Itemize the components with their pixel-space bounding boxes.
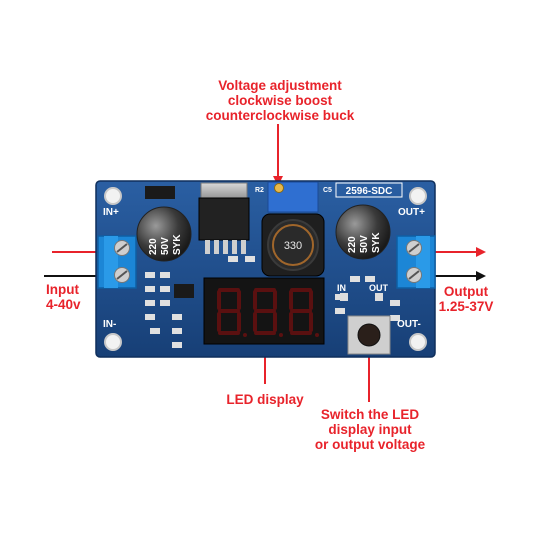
- cap-right-line3: SYK: [371, 232, 382, 253]
- model-label-box: 2596-SDC: [335, 182, 403, 198]
- voltage-adjustment-note: Voltage adjustment clockwise boost count…: [180, 78, 380, 123]
- led-in-indicator: [340, 293, 348, 301]
- led-out-indicator: [375, 293, 383, 301]
- input-terminal-block: [97, 235, 137, 289]
- display-switch-button: [347, 315, 391, 355]
- label-out: OUT: [369, 283, 389, 293]
- cap-left-line1: 220: [148, 238, 159, 255]
- voltage-note-line1: Voltage adjustment: [218, 78, 342, 93]
- smd-components: [145, 256, 400, 348]
- c5-label: C5: [323, 187, 332, 194]
- cap-left-line3: SYK: [172, 234, 183, 255]
- label-in-minus: IN-: [103, 319, 116, 330]
- label-out-plus: OUT+: [398, 207, 425, 218]
- model-label: 2596-SDC: [346, 186, 393, 197]
- input-note-line1: Input: [46, 282, 79, 297]
- label-in: IN: [337, 283, 346, 293]
- output-note-line2: 1.25-37V: [438, 299, 494, 314]
- cap-left-line2: 50V: [160, 237, 171, 255]
- inductor: 330: [261, 213, 325, 277]
- output-note: Output 1.25-37V: [426, 284, 506, 314]
- input-note: Input 4-40v: [46, 282, 116, 312]
- diode: [145, 186, 175, 199]
- label-out-minus: OUT-: [397, 319, 421, 330]
- switch-note-line3: or output voltage: [314, 437, 426, 452]
- regulator-chip: [198, 182, 250, 254]
- voltage-note-line2: clockwise boost: [227, 93, 333, 108]
- led-display: [203, 277, 325, 345]
- capacitor-left: 220 50V SYK: [136, 206, 192, 262]
- r2-label: R2: [255, 187, 264, 194]
- mounting-holes: [104, 187, 427, 351]
- switch-note-line1: Switch the LED: [320, 407, 420, 422]
- transistor: [174, 284, 194, 298]
- voltage-note-line3: counterclockwise buck: [205, 108, 355, 123]
- led-display-note: LED display: [226, 392, 304, 407]
- inductor-label: 330: [284, 240, 302, 252]
- output-terminal-block: [396, 235, 436, 289]
- cap-right-line2: 50V: [359, 235, 370, 253]
- capacitor-right: 220 50V SYK: [335, 204, 391, 260]
- cap-right-line1: 220: [347, 236, 358, 253]
- output-note-line1: Output: [443, 284, 489, 299]
- label-in-plus: IN+: [103, 207, 119, 218]
- switch-note-line2: display input: [328, 422, 412, 437]
- input-note-line2: 4-40v: [46, 297, 81, 312]
- switch-note: Switch the LED display input or output v…: [298, 407, 442, 452]
- potentiometer: R2 C5: [255, 181, 332, 213]
